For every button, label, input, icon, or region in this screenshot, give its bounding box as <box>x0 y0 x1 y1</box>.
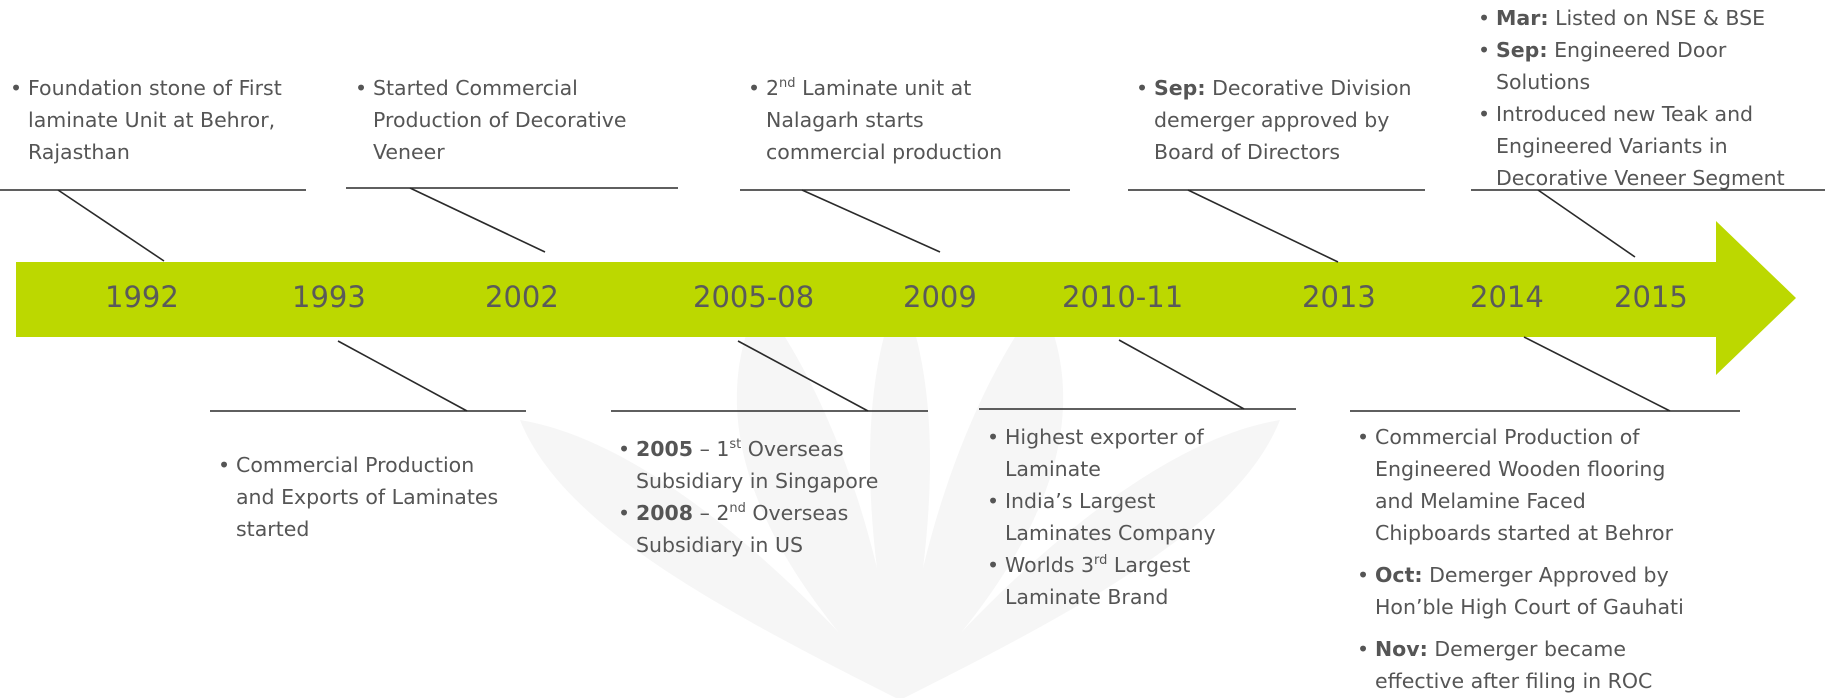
year-2002: 2002 <box>485 280 559 314</box>
event-item: Started Commercial Production of Decorat… <box>355 72 675 168</box>
event-2015: Mar: Listed on NSE & BSE Sep: Engineered… <box>1478 2 1823 194</box>
year-1993: 1993 <box>292 280 366 314</box>
event-2009: 2nd Laminate unit at Nalagarh starts com… <box>748 72 1048 168</box>
connector-2014 <box>1350 336 1740 412</box>
event-item: Commercial Production and Exports of Lam… <box>218 449 518 545</box>
year-2005-08: 2005-08 <box>693 280 815 314</box>
event-item: Nov: Demerger became effective after fil… <box>1357 633 1697 697</box>
year-2015: 2015 <box>1614 280 1688 314</box>
connector-2013 <box>1128 189 1425 263</box>
event-item: Mar: Listed on NSE & BSE <box>1478 2 1823 34</box>
timeline-arrow <box>16 221 1796 375</box>
event-item: 2005 – 1st Overseas Subsidiary in Singap… <box>618 433 918 497</box>
event-item: Foundation stone of First laminate Unit … <box>10 72 290 168</box>
connector-2010-11 <box>979 339 1296 410</box>
event-2013: Sep: Decorative Division demerger approv… <box>1136 72 1426 168</box>
connector-1992 <box>0 189 306 262</box>
connector-2009 <box>740 189 1070 253</box>
event-item: Oct: Demerger Approved by Hon’ble High C… <box>1357 559 1697 623</box>
event-item: 2nd Laminate unit at Nalagarh starts com… <box>748 72 1048 168</box>
event-item: 2008 – 2nd Overseas Subsidiary in US <box>618 497 918 561</box>
event-item: India’s Largest Laminates Company <box>987 485 1267 549</box>
year-2013: 2013 <box>1302 280 1376 314</box>
connector-1993 <box>210 340 526 412</box>
event-2010-11: Highest exporter of Laminate India’s Lar… <box>987 421 1267 613</box>
event-item: Commercial Production of Engineered Wood… <box>1357 421 1697 549</box>
event-2002: Started Commercial Production of Decorat… <box>355 72 675 168</box>
year-2014: 2014 <box>1470 280 1544 314</box>
connector-2015 <box>1471 189 1825 258</box>
event-2005-08: 2005 – 1st Overseas Subsidiary in Singap… <box>618 433 918 561</box>
event-1992: Foundation stone of First laminate Unit … <box>10 72 290 168</box>
connector-2005-08 <box>611 340 928 412</box>
event-item: Introduced new Teak and Engineered Varia… <box>1478 98 1823 194</box>
connector-2002 <box>346 187 678 253</box>
year-1992: 1992 <box>105 280 179 314</box>
event-item: Sep: Decorative Division demerger approv… <box>1136 72 1426 168</box>
year-2009: 2009 <box>903 280 977 314</box>
event-1993: Commercial Production and Exports of Lam… <box>218 449 518 545</box>
year-2010-11: 2010-11 <box>1062 280 1184 314</box>
event-item: Worlds 3rd Largest Laminate Brand <box>987 549 1267 613</box>
event-item: Sep: Engineered Door Solutions <box>1478 34 1823 98</box>
event-2014: Commercial Production of Engineered Wood… <box>1357 421 1697 697</box>
event-item: Highest exporter of Laminate <box>987 421 1267 485</box>
